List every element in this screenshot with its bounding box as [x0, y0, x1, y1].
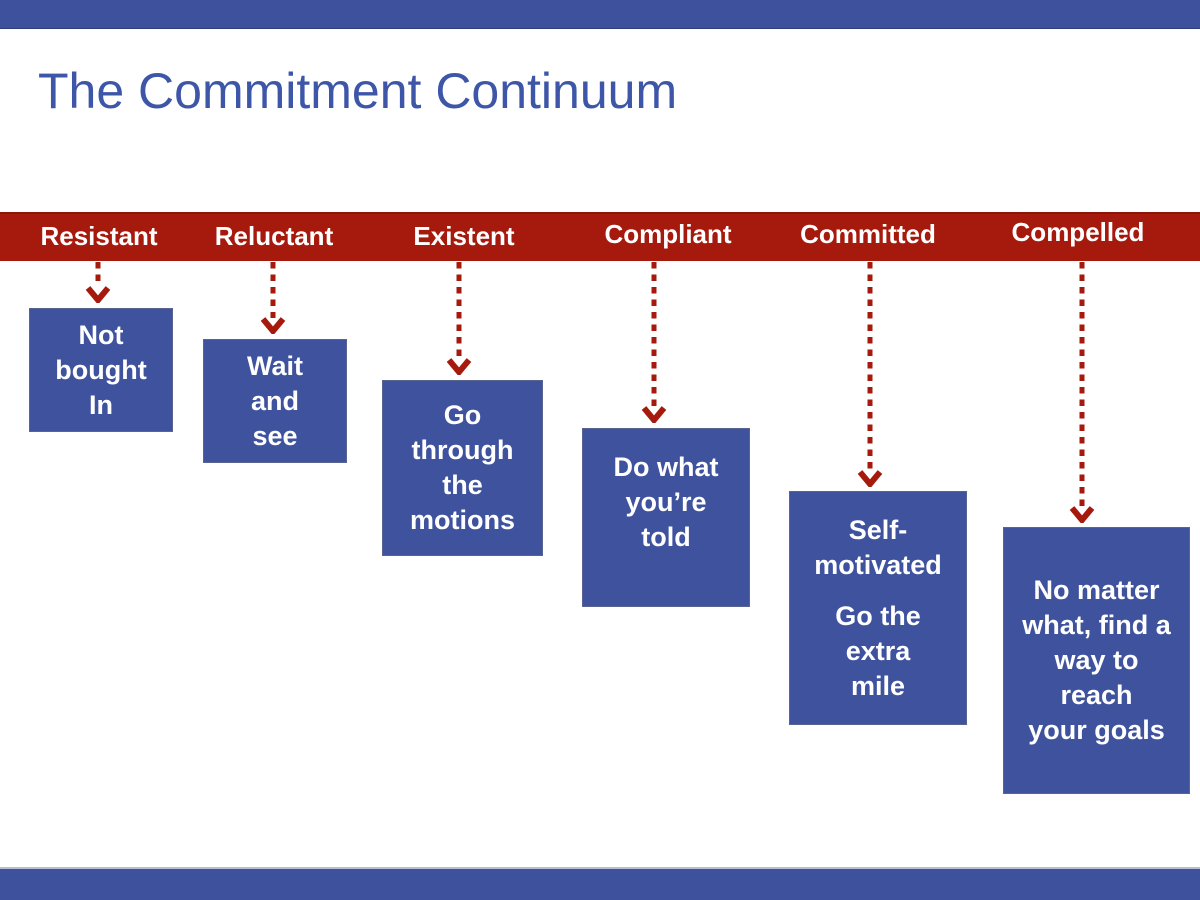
box-text-line: you’re	[625, 487, 707, 517]
box-text-line: motions	[410, 505, 515, 535]
bottom-border-bar	[0, 867, 1200, 900]
box-text-line: mile	[850, 670, 906, 701]
stage-label-compliant: Compliant	[604, 219, 732, 249]
stage-label-committed: Committed	[800, 219, 936, 249]
box-text-line: reach	[1060, 680, 1133, 710]
box-text-line: Do what	[613, 452, 719, 482]
box-text-line: and	[250, 385, 299, 416]
box-text-line: Go the	[835, 600, 921, 631]
box-text-line: extra	[845, 635, 911, 666]
box-text-line: told	[641, 522, 691, 552]
stage-box-compliant: Do what you’re told	[582, 428, 750, 607]
continuum-axis-bar	[0, 212, 1200, 261]
dotted-arrow-down-icon	[446, 262, 472, 375]
box-text-line: the	[442, 470, 483, 500]
stage-box-compelled: No matter what, find a way to reach your…	[1003, 527, 1190, 794]
box-text-line: In	[89, 389, 113, 420]
box-text-line: Wait	[247, 350, 303, 381]
page-title: The Commitment Continuum	[38, 63, 678, 119]
stage-label-compelled: Compelled	[1011, 217, 1145, 247]
box-text-line: Go	[443, 400, 482, 430]
box-text-line: what, find a	[1022, 610, 1171, 640]
box-text-line: bought	[55, 354, 147, 385]
box-text-line: Self-	[848, 514, 908, 545]
box-text-line: No matter	[1033, 575, 1160, 605]
box-text-line: way to	[1054, 645, 1139, 675]
dotted-arrow-down-icon	[857, 262, 883, 487]
stage-label-resistant: Resistant	[40, 221, 158, 251]
stage-box-resistant: Not bought In	[29, 308, 173, 432]
box-text-line: through	[411, 435, 514, 465]
box-text-line: see	[252, 420, 298, 451]
stage-label-reluctant: Reluctant	[214, 221, 334, 251]
dotted-arrow-down-icon	[641, 262, 667, 423]
box-text-line: Not	[78, 319, 124, 350]
box-text-line: motivated	[814, 549, 942, 580]
stage-label-existent: Existent	[413, 221, 515, 251]
stage-box-committed: Self- motivated Go the extra mile	[789, 491, 967, 725]
dotted-arrow-down-icon	[1069, 262, 1095, 523]
dotted-arrow-down-icon	[85, 262, 111, 303]
box-text-line: your goals	[1028, 715, 1165, 745]
dotted-arrow-down-icon	[260, 262, 286, 334]
stage-box-existent: Go through the motions	[382, 380, 543, 556]
top-border-bar	[0, 0, 1200, 29]
stage-box-reluctant: Wait and see	[203, 339, 347, 463]
